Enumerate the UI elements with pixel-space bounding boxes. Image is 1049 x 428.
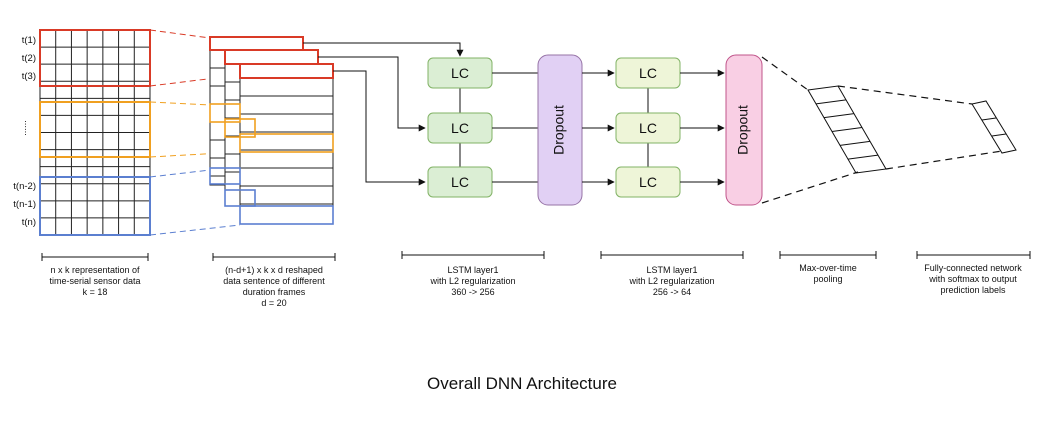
svg-text:LSTM layer1: LSTM layer1 bbox=[447, 265, 498, 275]
row-label-t2: t(2) bbox=[22, 53, 36, 64]
input-red-window bbox=[39, 29, 151, 87]
lstm2-cell-1-label: LC bbox=[639, 65, 657, 81]
stack-layer-frame bbox=[239, 77, 334, 225]
stack-blue-frames bbox=[209, 167, 334, 225]
svg-text:pooling: pooling bbox=[813, 274, 842, 284]
input-orange-window bbox=[39, 101, 151, 158]
row-label-tn-1: t(n-1) bbox=[13, 199, 36, 210]
row-label-t3: t(3) bbox=[22, 71, 36, 82]
caption-lstm-2: LSTM layer1 with L2 regularization 256 -… bbox=[628, 265, 714, 297]
row-label-ellipsis: ...... bbox=[22, 120, 33, 136]
svg-text:time-serial sensor data: time-serial sensor data bbox=[49, 276, 140, 286]
dropout-2: Dropout bbox=[725, 54, 763, 206]
section-brackets bbox=[41, 251, 1031, 261]
svg-text:data sentence of different: data sentence of different bbox=[223, 276, 325, 286]
svg-text:with softmax to output: with softmax to output bbox=[928, 274, 1017, 284]
svg-text:256 -> 64: 256 -> 64 bbox=[653, 287, 691, 297]
svg-text:d = 20: d = 20 bbox=[261, 298, 286, 308]
svg-text:k = 18: k = 18 bbox=[83, 287, 108, 297]
pooling-projection bbox=[761, 56, 859, 204]
input-blue-window bbox=[39, 176, 151, 236]
dropout-1-label: Dropout bbox=[551, 105, 567, 155]
svg-text:LSTM layer1: LSTM layer1 bbox=[646, 265, 697, 275]
caption-lstm-1: LSTM layer1 with L2 regularization 360 -… bbox=[429, 265, 515, 297]
svg-text:duration frames: duration frames bbox=[243, 287, 306, 297]
lstm2-arrows bbox=[680, 69, 725, 186]
caption-reshape: (n-d+1) x k x d reshaped data sentence o… bbox=[223, 265, 325, 308]
pool-cell-line bbox=[815, 99, 847, 105]
svg-text:with L2 regularization: with L2 regularization bbox=[628, 276, 714, 286]
dropout-1: Dropout bbox=[537, 54, 583, 206]
lstm-layer-2: LC LC LC bbox=[615, 57, 681, 198]
svg-text:Fully-connected network: Fully-connected network bbox=[924, 263, 1022, 273]
svg-text:with L2 regularization: with L2 regularization bbox=[429, 276, 515, 286]
caption-pooling: Max-over-time pooling bbox=[799, 263, 857, 284]
pooling-vector bbox=[807, 85, 887, 174]
lstm2-cell-3-label: LC bbox=[639, 174, 657, 190]
input-grid bbox=[39, 29, 151, 236]
lstm1-cell-1-label: LC bbox=[451, 65, 469, 81]
pool-cell-line bbox=[847, 154, 879, 160]
fc-projection bbox=[837, 85, 1003, 170]
lstm1-cell-3-label: LC bbox=[451, 174, 469, 190]
pool-cell-line bbox=[839, 140, 871, 146]
svg-text:prediction labels: prediction labels bbox=[940, 285, 1006, 295]
figure-caption: Overall DNN Architecture bbox=[427, 374, 617, 393]
caption-input: n x k representation of time-serial sens… bbox=[49, 265, 140, 297]
dropout1-arrows bbox=[582, 69, 615, 186]
caption-fc: Fully-connected network with softmax to … bbox=[924, 263, 1022, 295]
row-label-tn-2: t(n-2) bbox=[13, 181, 36, 192]
lstm-layer-1: LC LC LC bbox=[427, 57, 493, 198]
lstm2-cell-2-label: LC bbox=[639, 120, 657, 136]
svg-text:n x k representation of: n x k representation of bbox=[50, 265, 140, 275]
lstm1-cell-2-label: LC bbox=[451, 120, 469, 136]
svg-text:360 -> 256: 360 -> 256 bbox=[451, 287, 494, 297]
svg-text:(n-d+1) x k x d reshaped: (n-d+1) x k x d reshaped bbox=[225, 265, 323, 275]
pool-cell-line bbox=[823, 113, 855, 119]
input-arrows bbox=[303, 42, 464, 186]
svg-text:Max-over-time: Max-over-time bbox=[799, 263, 857, 273]
pool-cell-line bbox=[831, 127, 863, 132]
row-label-tn: t(n) bbox=[22, 217, 36, 228]
fc-vector bbox=[971, 100, 1017, 154]
dropout-2-label: Dropout bbox=[735, 105, 751, 155]
row-label-t1: t(1) bbox=[22, 35, 36, 46]
stack-orange-frames bbox=[209, 103, 334, 153]
row-labels: t(1) t(2) t(3) ...... t(n-2) t(n-1) t(n) bbox=[13, 35, 36, 228]
reshaped-stack bbox=[209, 36, 334, 225]
